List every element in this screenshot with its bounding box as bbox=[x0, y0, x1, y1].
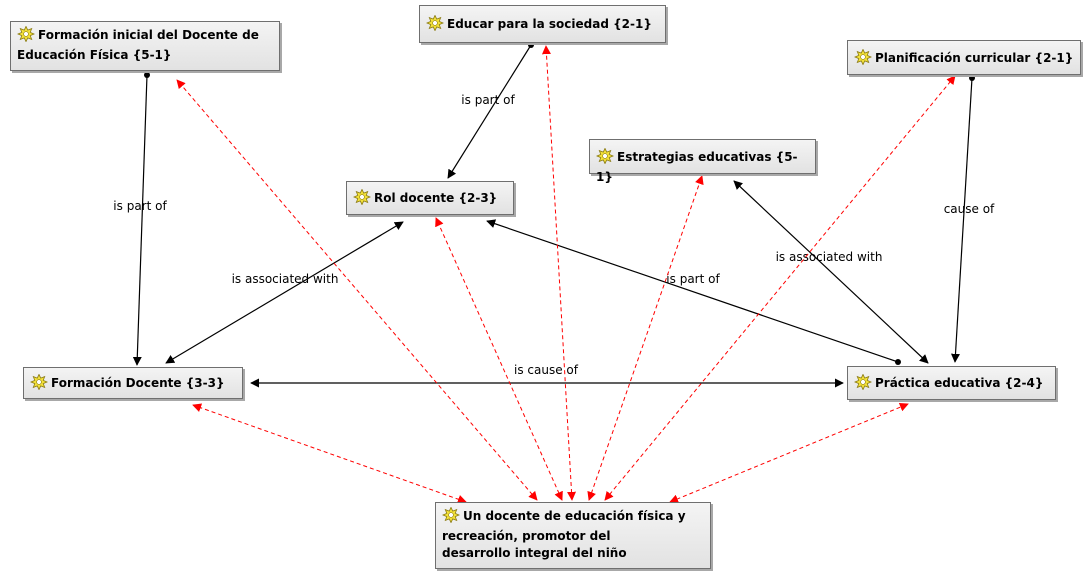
node-label: Un docente de educación física y recreac… bbox=[442, 509, 686, 560]
edge-label: is associated with bbox=[776, 250, 883, 264]
edge-central-to-planificacion[interactable] bbox=[604, 75, 956, 501]
edge-planificacion-to-practica[interactable] bbox=[950, 75, 975, 363]
code-family-icon bbox=[853, 48, 873, 70]
node-educar-para-la-sociedad[interactable]: Educar para la sociedad {2-1} bbox=[419, 5, 666, 43]
code-family-icon bbox=[441, 506, 461, 528]
node-rol-docente[interactable]: Rol docente {2-3} bbox=[346, 181, 514, 215]
code-family-icon bbox=[853, 373, 873, 395]
edge-label: is associated with bbox=[232, 272, 339, 286]
edge-central-to-educar-sociedad[interactable] bbox=[541, 45, 577, 501]
node-label: Planificación curricular {2-1} bbox=[875, 51, 1074, 65]
edge-formacion-inicial-to-formacion-docente[interactable] bbox=[132, 72, 150, 366]
node-label: Educar para la sociedad {2-1} bbox=[447, 17, 652, 31]
node-label: Práctica educativa {2-4} bbox=[875, 376, 1044, 390]
code-family-icon bbox=[595, 147, 615, 169]
edge-central-to-formacion-inicial[interactable] bbox=[176, 79, 538, 501]
edge-educar-sociedad-to-rol-docente[interactable] bbox=[447, 42, 534, 179]
node-formacion-docente[interactable]: Formación Docente {3-3} bbox=[23, 367, 243, 399]
edge-central-to-rol-docente[interactable] bbox=[435, 217, 563, 501]
edge-label: is part of bbox=[666, 272, 720, 286]
node-planificacion-curricular[interactable]: Planificación curricular {2-1} bbox=[847, 40, 1081, 75]
edge-practica-to-rol-docente[interactable] bbox=[486, 219, 901, 365]
code-family-icon bbox=[425, 14, 445, 36]
node-label: Rol docente {2-3} bbox=[374, 191, 498, 205]
edge-practica-to-estrategias[interactable] bbox=[733, 180, 929, 364]
node-label: Formación Docente {3-3} bbox=[51, 376, 225, 390]
edge-label: is cause of bbox=[514, 363, 579, 377]
code-family-icon bbox=[16, 25, 36, 47]
edge-label: is part of bbox=[113, 199, 167, 213]
node-practica-educativa[interactable]: Práctica educativa {2-4} bbox=[847, 366, 1056, 400]
node-formacion-inicial-docente[interactable]: Formación inicial del Docente de Educaci… bbox=[10, 21, 280, 71]
node-central-docente-educacion-fisica[interactable]: Un docente de educación física y recreac… bbox=[435, 502, 711, 569]
edge-label: cause of bbox=[944, 202, 995, 216]
edge-central-to-formacion-docente[interactable] bbox=[192, 403, 467, 504]
code-family-icon bbox=[29, 373, 49, 395]
node-label: Formación inicial del Docente de Educaci… bbox=[17, 28, 259, 62]
edge-label: is part of bbox=[461, 93, 515, 107]
node-estrategias-educativas[interactable]: Estrategias educativas {5-1} bbox=[589, 139, 816, 184]
edge-central-to-practica[interactable] bbox=[669, 402, 909, 504]
code-family-icon bbox=[352, 188, 372, 210]
node-label: Estrategias educativas {5-1} bbox=[596, 150, 798, 184]
edge-rol-docente-to-formacion-docente[interactable] bbox=[165, 221, 404, 364]
